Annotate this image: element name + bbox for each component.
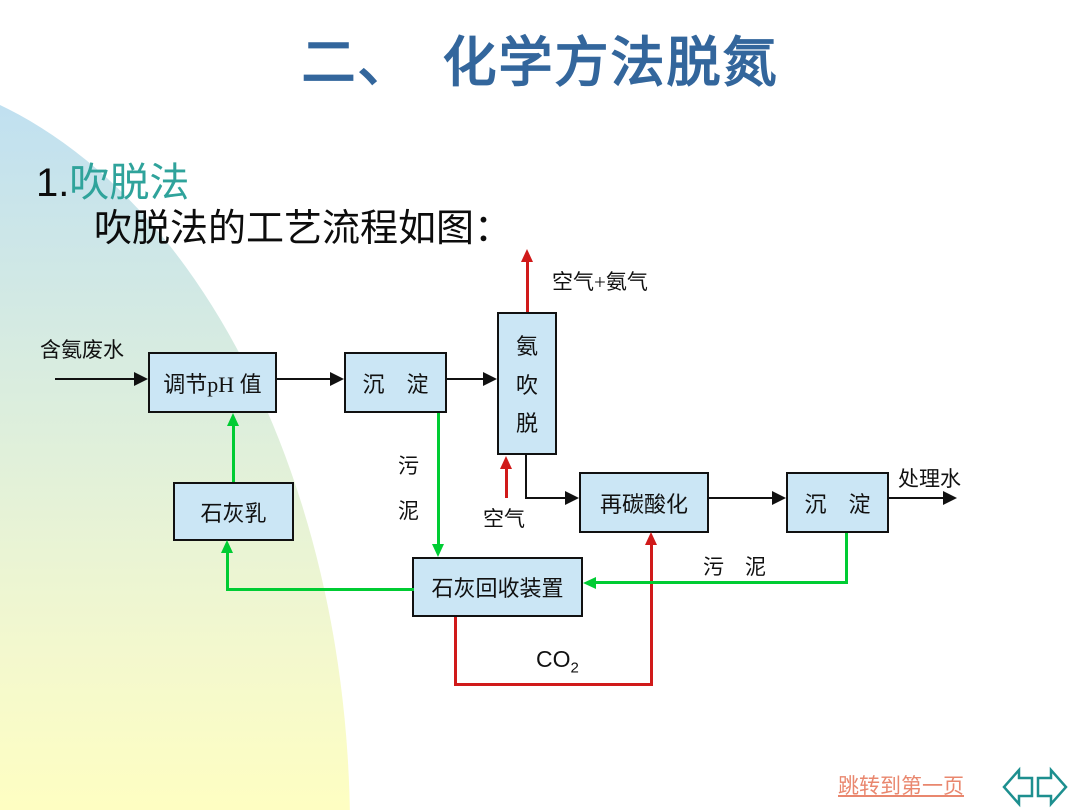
connector-recovery-to-limemilk-across (226, 588, 414, 591)
jump-first-page-link[interactable]: 跳转到第一页 (838, 774, 964, 798)
arrowhead-offgas (521, 249, 533, 262)
connector-sludge2-across (594, 581, 848, 584)
box-sedimentation-2: 沉 淀 (786, 472, 889, 533)
label-co2-sub: 2 (570, 659, 579, 677)
label-sludge-1-char: 污 (398, 454, 419, 478)
box-ammonia-stripping-char: 氨 (515, 333, 538, 359)
box-adjust-ph: 调节pH 值 (148, 352, 277, 413)
box-lime-milk: 石灰乳 (173, 482, 294, 541)
subtitle: 吹脱法的工艺流程如图： (94, 208, 513, 250)
label-sludge-2: 污 泥 (703, 555, 766, 579)
connector-recovery-to-limemilk-up (226, 552, 229, 590)
connector-influent (55, 378, 136, 380)
label-effluent: 处理水 (898, 467, 961, 491)
arrow-right-icon[interactable] (1036, 766, 1068, 808)
connector-co2-up (650, 544, 653, 686)
arrowhead-recovery-to-limemilk (221, 540, 233, 553)
label-sludge-1: 污 泥 (398, 450, 419, 525)
arrowhead-ph-to-settle1 (330, 372, 344, 386)
arrowhead-stripper-to-recarbonation (565, 491, 579, 505)
arrowhead-influent (134, 372, 148, 386)
arrowhead-settle1-to-stripper (483, 372, 497, 386)
connector-sludge2-down (845, 533, 848, 584)
arrowhead-air-in (500, 456, 512, 469)
label-air-ammonia-offgas: 空气+氨气 (552, 270, 648, 294)
box-lime-recovery: 石灰回收装置 (412, 557, 583, 617)
label-sludge-1-char: 泥 (398, 499, 419, 523)
page-navigation (1002, 766, 1068, 808)
connector-offgas (526, 261, 529, 312)
arrowhead-sludge2-to-recovery (583, 577, 596, 589)
connector-co2-across (454, 683, 653, 686)
box-ammonia-stripping-char: 吹 (515, 372, 538, 398)
arrowhead-sludge1-to-recovery (432, 544, 444, 557)
box-ammonia-stripping-char: 脱 (515, 411, 538, 437)
connector-ph-to-settle1 (277, 378, 332, 380)
box-ammonia-stripping: 氨 吹 脱 (497, 312, 557, 455)
section-heading: 1.吹脱法 (36, 150, 189, 208)
connector-co2-down (454, 617, 457, 686)
connector-stripper-to-recarbonation (525, 497, 567, 499)
label-co2: CO2 (536, 646, 579, 677)
section-number: 1. (36, 161, 70, 205)
box-recarbonation: 再碳酸化 (579, 472, 709, 533)
arrowhead-effluent (943, 491, 957, 505)
connector-effluent (889, 497, 943, 499)
connector-stripper-down (525, 455, 527, 499)
page-title: 二、 化学方法脱氮 (301, 33, 779, 93)
connector-sludge1-down (437, 413, 440, 545)
arrowhead-limemilk-to-ph (227, 413, 239, 426)
arrowhead-co2-to-recarbonation (645, 532, 657, 545)
label-influent: 含氨废水 (40, 338, 124, 362)
connector-air-in (505, 468, 508, 498)
label-co2-main: CO (536, 646, 571, 672)
arrow-left-icon[interactable] (1002, 766, 1034, 808)
arrowhead-recarbonation-to-settle2 (772, 491, 786, 505)
connector-limemilk-to-ph (232, 426, 235, 482)
connector-settle1-to-stripper (447, 378, 485, 380)
section-name: 吹脱法 (69, 160, 190, 205)
connector-recarbonation-to-settle2 (709, 497, 774, 499)
box-sedimentation-1: 沉 淀 (344, 352, 447, 413)
label-air: 空气 (483, 507, 525, 531)
